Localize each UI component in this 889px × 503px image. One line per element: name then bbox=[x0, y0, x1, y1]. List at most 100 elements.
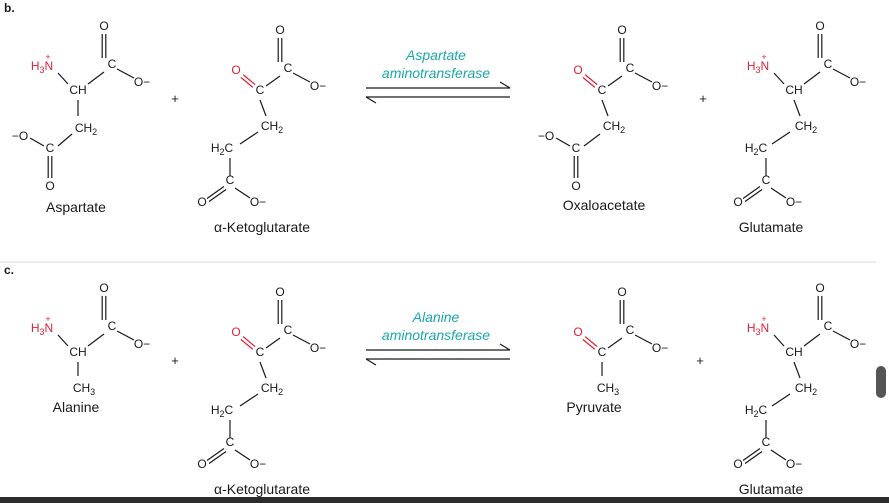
bond bbox=[607, 337, 623, 349]
bond bbox=[744, 450, 763, 464]
ch2-group: H2C bbox=[745, 403, 768, 419]
product-2-name: Glutamate bbox=[739, 481, 804, 497]
carbon-atom: C bbox=[824, 319, 833, 333]
enzyme-name: Aspartate bbox=[405, 47, 466, 63]
reactant-2-name: α-Ketoglutarate bbox=[214, 219, 310, 235]
carboxylate-oxygen: −O bbox=[538, 129, 554, 143]
oxygen-atom: O bbox=[571, 179, 580, 193]
bond bbox=[365, 96, 377, 104]
ch2-group: H2C bbox=[211, 141, 234, 157]
ch2-group: CH2 bbox=[795, 119, 817, 135]
ch2-group: CH2 bbox=[261, 381, 283, 397]
bond bbox=[29, 137, 45, 147]
bond bbox=[634, 334, 653, 345]
carboxylate-oxygen: O− bbox=[850, 75, 866, 89]
bond bbox=[607, 75, 623, 87]
bond bbox=[832, 68, 851, 79]
carbon-atom: C bbox=[284, 323, 293, 337]
oxygen-atom: O bbox=[617, 23, 626, 37]
ch2-group: H2C bbox=[211, 403, 234, 419]
carbon-atom: C bbox=[598, 83, 607, 97]
product-1-name: Pyruvate bbox=[566, 399, 621, 415]
product-1-name: Oxaloacetate bbox=[563, 197, 646, 213]
bond bbox=[584, 74, 598, 86]
plus-sign: + bbox=[699, 91, 707, 106]
equilibrium-arrows bbox=[365, 343, 511, 366]
enzyme-name: Alanine bbox=[412, 309, 460, 325]
carboxylate-oxygen: −O bbox=[12, 129, 28, 143]
bond bbox=[240, 76, 254, 88]
ch2-group: H2C bbox=[745, 141, 768, 157]
bond bbox=[87, 71, 105, 85]
bond bbox=[242, 74, 256, 86]
bond bbox=[239, 393, 259, 407]
bond bbox=[771, 393, 791, 407]
bond bbox=[584, 336, 598, 348]
bond bbox=[239, 131, 259, 145]
bond bbox=[582, 338, 596, 350]
oxygen-atom: O bbox=[815, 281, 824, 295]
bond bbox=[206, 448, 225, 462]
reactant-1-name: Aspartate bbox=[46, 199, 106, 215]
bond bbox=[234, 449, 251, 461]
bond bbox=[116, 68, 135, 79]
carbon-atom: C bbox=[762, 173, 771, 187]
reactant-1-name: Alanine bbox=[53, 399, 100, 415]
bond bbox=[208, 188, 227, 202]
carboxylate-oxygen: O− bbox=[250, 457, 266, 471]
bond bbox=[57, 334, 69, 347]
carbon-atom: C bbox=[572, 141, 581, 155]
reactant-2-name: α-Ketoglutarate bbox=[214, 481, 310, 497]
bond bbox=[57, 72, 69, 85]
bond bbox=[773, 72, 785, 85]
carbon-atom: C bbox=[108, 319, 117, 333]
bond bbox=[770, 449, 787, 461]
bond bbox=[240, 338, 254, 350]
bond bbox=[57, 133, 73, 147]
oxygen-atom: O bbox=[45, 179, 54, 193]
bottom-bar bbox=[0, 497, 889, 503]
amine-group: H3N bbox=[31, 321, 53, 337]
bond bbox=[793, 361, 801, 379]
bond bbox=[499, 343, 511, 351]
bond bbox=[116, 330, 135, 341]
alpha-carbon: CH bbox=[785, 83, 802, 97]
bond bbox=[259, 99, 267, 117]
carboxylate-oxygen: O− bbox=[134, 75, 150, 89]
scrollbar-thumb[interactable] bbox=[876, 366, 886, 398]
positive-charge: + bbox=[45, 52, 50, 62]
bond bbox=[583, 133, 601, 147]
bond bbox=[265, 75, 281, 87]
bond bbox=[206, 186, 225, 200]
positive-charge: + bbox=[45, 314, 50, 324]
bond bbox=[832, 330, 851, 341]
bond bbox=[803, 71, 821, 85]
carbon-atom: C bbox=[108, 57, 117, 71]
alpha-carbon: CH bbox=[69, 345, 86, 359]
bond bbox=[365, 358, 377, 366]
bond bbox=[601, 99, 609, 117]
carbon-atom: C bbox=[256, 345, 265, 359]
bond bbox=[742, 186, 761, 200]
methyl-group: CH3 bbox=[73, 381, 95, 397]
bond bbox=[234, 187, 251, 199]
bond bbox=[265, 337, 281, 349]
carbon-atom: C bbox=[284, 61, 293, 75]
carbon-atom: C bbox=[226, 435, 235, 449]
positive-charge: + bbox=[761, 52, 766, 62]
bond bbox=[742, 448, 761, 462]
carbon-atom: C bbox=[626, 61, 635, 75]
bond bbox=[87, 333, 105, 347]
bond bbox=[744, 188, 763, 202]
ch2-group: CH2 bbox=[261, 119, 283, 135]
bond bbox=[771, 131, 791, 145]
